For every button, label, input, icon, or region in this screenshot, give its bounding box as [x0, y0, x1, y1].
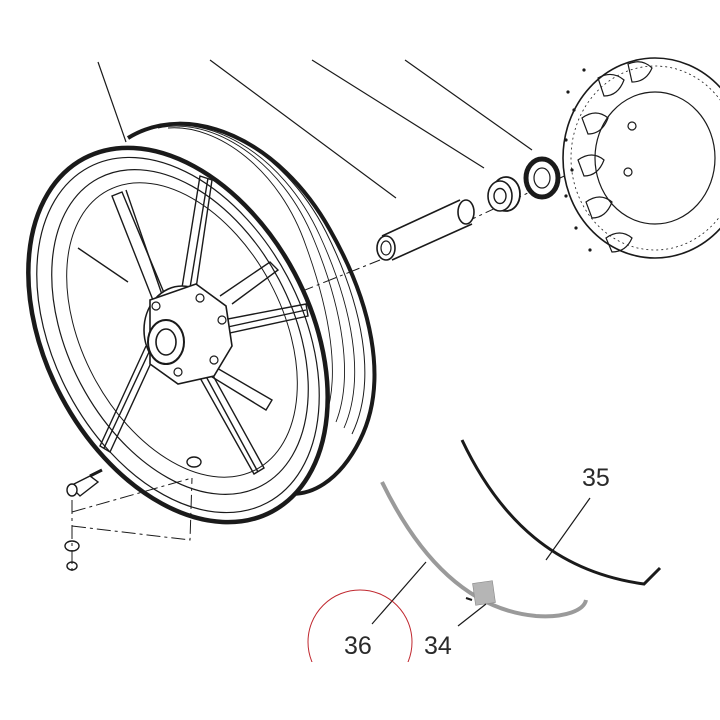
valve-icon [64, 468, 103, 571]
leader-line-wheel [97, 61, 127, 143]
callout-leaders [371, 497, 591, 627]
leader-36 [371, 561, 427, 625]
leader-lines-top [97, 59, 533, 199]
callout-35: 35 [582, 464, 610, 492]
spacer-icon [376, 199, 475, 261]
callout-36: 36 [344, 632, 372, 660]
leader-line-seal [404, 59, 533, 151]
wheel-icon [26, 121, 377, 525]
gray-strip-36-inner [379, 485, 537, 621]
brake-disc-icon [562, 57, 720, 259]
leader-line-bearing [311, 59, 485, 169]
gray-strip-36 [380, 481, 588, 619]
leader-34 [457, 603, 487, 627]
valve-centerlines [71, 477, 193, 572]
seal-icon [523, 156, 561, 200]
callout-34: 34 [424, 632, 452, 660]
leader-line-spacer [209, 59, 397, 199]
highlight-circle [307, 589, 413, 662]
bearing-icon [487, 176, 521, 212]
black-strip-35 [460, 439, 662, 586]
leader-35 [545, 497, 591, 561]
